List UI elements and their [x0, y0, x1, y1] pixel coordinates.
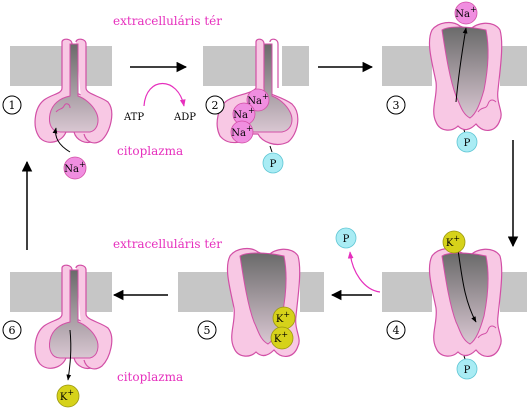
step-number-2: 2: [212, 99, 219, 112]
extracellular-label-bottom: extracelluláris tér: [113, 237, 222, 251]
phosphate-group: [456, 131, 478, 153]
membrane-5-left: [178, 272, 233, 312]
na-ion-charge: +: [262, 92, 269, 101]
membrane-4-right: [500, 272, 527, 312]
membrane-2-left: [203, 46, 258, 86]
ions: Na+ Na+ Na+ Na+ Na+ K+ K+ K+ K+: [56, 1, 478, 408]
step-circle: [386, 320, 406, 340]
phosphate-group: [456, 358, 478, 380]
pump-state-6: [34, 264, 113, 381]
phosphate-label: P: [464, 365, 471, 376]
svg-text:Na+: Na+: [64, 160, 85, 175]
step-circle: [386, 95, 406, 115]
phosphates: P P P P: [262, 131, 478, 380]
membrane-6-left: [10, 272, 70, 312]
membrane-1-right: [82, 46, 112, 86]
na-ion: [63, 156, 87, 180]
membrane-2-right: [282, 46, 309, 86]
membrane-3-left: [382, 46, 432, 86]
phosphate-label: P: [270, 159, 277, 170]
na-ion-charge: +: [246, 124, 253, 133]
svg-text:Na+: Na+: [455, 5, 476, 20]
svg-text:Na+: Na+: [233, 106, 254, 121]
phosphate-group: [262, 152, 284, 174]
na-ion: [230, 120, 254, 144]
phosphate-release-arrow: [347, 251, 381, 293]
svg-text:K+: K+: [446, 234, 460, 249]
k-ion-label: K: [60, 392, 68, 403]
step-circle: [197, 320, 217, 340]
na-ion-label: Na: [247, 96, 262, 107]
phosphate-group: [335, 227, 357, 249]
k-ion-charge: +: [453, 234, 460, 243]
na-ion-label: Na: [233, 110, 248, 121]
pump-state-1: [34, 38, 113, 153]
pump-state-3: [428, 21, 503, 137]
na-ion-label: Na: [455, 9, 470, 20]
step-number-5: 5: [204, 324, 211, 337]
membrane-6-right: [82, 272, 112, 312]
step-number-4: 4: [393, 324, 400, 337]
na-ion: [246, 88, 270, 112]
extracellular-label-top: extracelluláris tér: [113, 14, 222, 28]
svg-text:K+: K+: [60, 388, 74, 403]
na-ion-charge: +: [248, 106, 255, 115]
k-ion: [270, 326, 294, 350]
step-number-3: 3: [393, 99, 400, 112]
cytoplasm-label-bottom: citoplazma: [117, 370, 183, 384]
atp-adp-arrow: [143, 82, 186, 107]
na-ion-label: Na: [231, 128, 246, 139]
svg-text:Na+: Na+: [247, 92, 268, 107]
k-ion: [442, 230, 466, 254]
svg-text:K+: K+: [276, 310, 290, 325]
k-ion-charge: +: [283, 310, 290, 319]
na-ion-charge: +: [79, 160, 86, 169]
pump-state-4: [428, 247, 503, 363]
na-ion: [454, 1, 478, 25]
k-ion-charge: +: [281, 330, 288, 339]
step-circle: [205, 95, 225, 115]
step-number-1: 1: [9, 99, 16, 112]
membrane-4-left: [382, 272, 432, 312]
svg-text:K+: K+: [274, 330, 288, 345]
membrane-5-right: [300, 272, 324, 312]
adp-label: ADP: [173, 112, 196, 123]
na-ion-charge: +: [470, 5, 477, 14]
k-ion-label: K: [274, 334, 282, 345]
svg-text:Na+: Na+: [231, 124, 252, 139]
atp-label: ATP: [123, 112, 144, 123]
step-circle: [2, 320, 22, 340]
cytoplasm-label-top: citoplazma: [117, 144, 183, 158]
step-circle: [2, 95, 22, 115]
k-ion-charge: +: [67, 388, 74, 397]
membrane-1-left: [10, 46, 70, 86]
membranes: [10, 46, 527, 312]
na-ion-label: Na: [64, 164, 79, 175]
step-numbers: [2, 95, 406, 340]
k-ion-label: K: [276, 314, 284, 325]
phosphate-label: P: [464, 138, 471, 149]
k-ion-label: K: [446, 238, 454, 249]
cycle-arrows: [21, 61, 519, 301]
k-ion: [56, 384, 80, 408]
membrane-3-right: [500, 46, 527, 86]
phosphate-label: P: [343, 234, 350, 245]
step-number-6: 6: [9, 324, 16, 337]
